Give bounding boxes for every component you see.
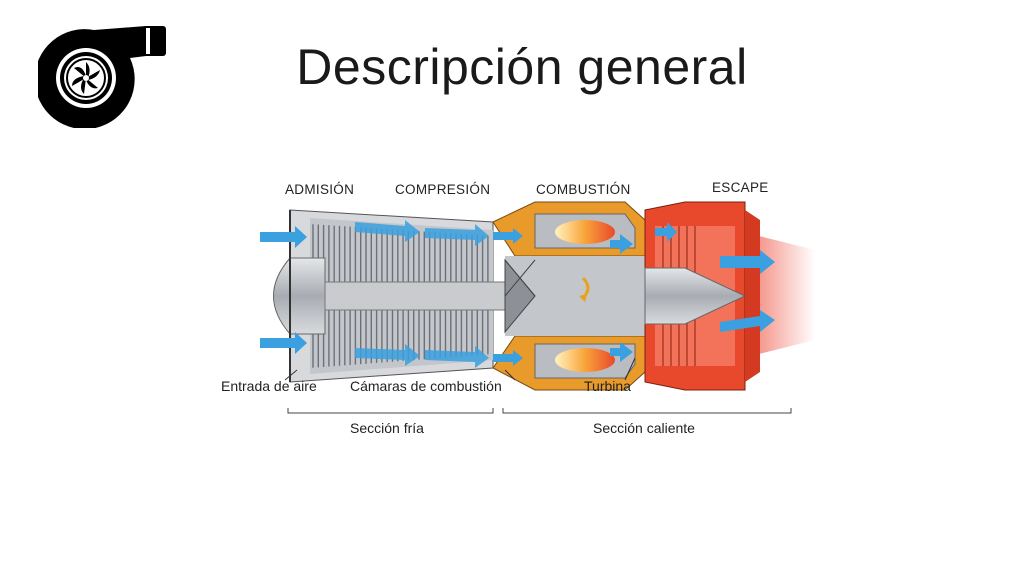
section-label-intake: ADMISIÓN bbox=[285, 182, 355, 197]
flame-bottom bbox=[555, 348, 615, 372]
intake-spinner bbox=[273, 257, 326, 335]
section-label-combustion: COMBUSTIÓN bbox=[536, 182, 631, 197]
page-title: Descripción general bbox=[296, 39, 748, 95]
section-brackets bbox=[287, 408, 792, 414]
exhaust-cone bbox=[644, 267, 747, 325]
part-label-air-inlet: Entrada de aire bbox=[221, 378, 317, 394]
engine-cross-section bbox=[260, 201, 815, 414]
section-label-exhaust: ESCAPE bbox=[712, 180, 769, 195]
jet-engine-diagram: ADMISIÓN COMPRESIÓN COMBUSTIÓN ESCAPE En… bbox=[215, 170, 825, 445]
hot-section-label: Sección caliente bbox=[593, 420, 695, 436]
airflow-arrows bbox=[260, 220, 775, 368]
section-label-compression: COMPRESIÓN bbox=[395, 182, 491, 197]
cold-section-label: Sección fría bbox=[350, 420, 424, 436]
part-label-turbine: Turbina bbox=[584, 378, 631, 394]
part-label-combustion-chambers: Cámaras de combustión bbox=[350, 378, 502, 394]
turbine-section bbox=[644, 201, 760, 391]
turbocharger-icon bbox=[38, 26, 166, 128]
flame-top bbox=[555, 220, 615, 244]
